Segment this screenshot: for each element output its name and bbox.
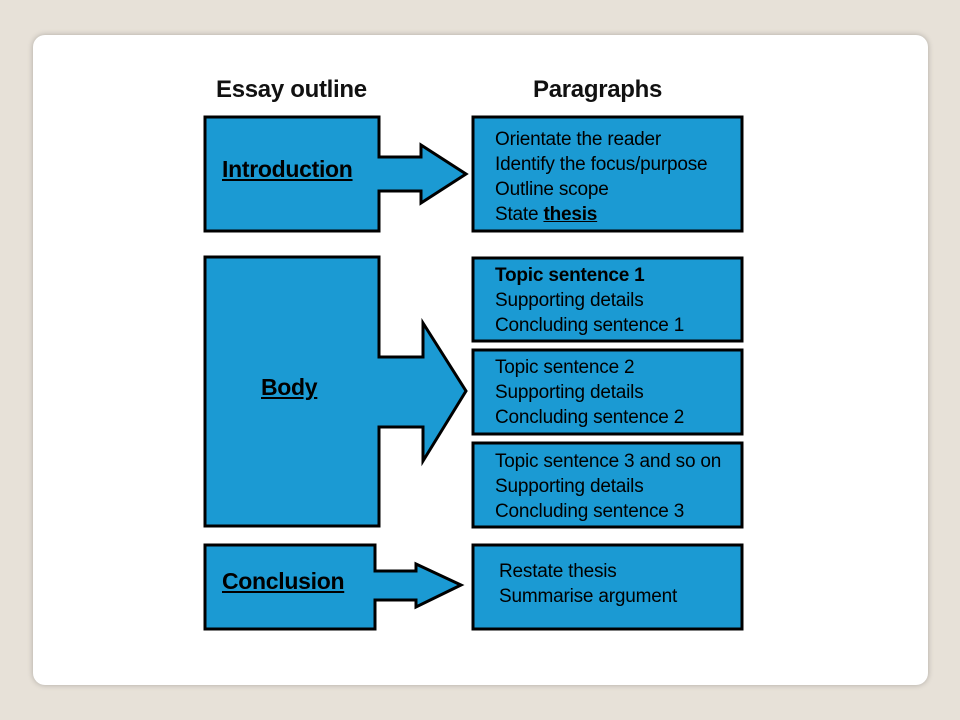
body-paragraph-3-text: Topic sentence 3 and so on Supporting de…: [495, 449, 721, 524]
body-paragraph-box-2: [471, 348, 744, 436]
supporting-details-2: Supporting details: [495, 382, 644, 403]
thesis-word: thesis: [543, 204, 598, 225]
body-paragraph-2-text: Topic sentence 2 Supporting details Conc…: [495, 355, 684, 430]
body-paragraph-box-1: [471, 256, 744, 343]
summarise-argument: Summarise argument: [499, 586, 678, 607]
conclusion-paragraph-text: Restate thesis Summarise argument: [499, 559, 677, 609]
intro-line-4-prefix: State: [495, 204, 544, 225]
intro-paragraph-box: [471, 115, 744, 233]
body-label: Body: [261, 374, 318, 400]
body-paragraph-1-text: Topic sentence 1 Supporting details Conc…: [495, 263, 684, 338]
essay-outline-heading: Essay outline: [216, 76, 367, 103]
topic-sentence-3: Topic sentence 3 and so on: [495, 451, 722, 472]
concluding-sentence-3: Concluding sentence 3: [495, 501, 685, 522]
intro-paragraph-text: Orientate the reader Identify the focus/…: [495, 127, 708, 227]
conclusion-label: Conclusion: [222, 568, 345, 594]
supporting-details-3: Supporting details: [495, 476, 644, 497]
intro-line-4: State thesis: [495, 202, 707, 227]
conclusion-paragraph-box: [471, 543, 744, 631]
paragraphs-heading: Paragraphs: [533, 76, 663, 103]
supporting-details-1: Supporting details: [495, 290, 644, 311]
introduction-shape: [203, 115, 469, 233]
body-paragraph-box-3: [471, 441, 744, 529]
concluding-sentence-1: Concluding sentence 1: [495, 315, 685, 336]
intro-line-2: Identify the focus/purpose: [495, 154, 708, 175]
topic-sentence-1: Topic sentence 1: [495, 265, 645, 286]
intro-line-1: Orientate the reader: [495, 129, 662, 150]
concluding-sentence-2: Concluding sentence 2: [495, 407, 685, 428]
conclusion-shape: [203, 543, 465, 631]
intro-line-3: Outline scope: [495, 179, 609, 200]
restate-thesis: Restate thesis: [499, 561, 617, 582]
introduction-label: Introduction: [222, 156, 353, 182]
topic-sentence-2: Topic sentence 2: [495, 357, 635, 378]
body-shape: [203, 255, 468, 528]
